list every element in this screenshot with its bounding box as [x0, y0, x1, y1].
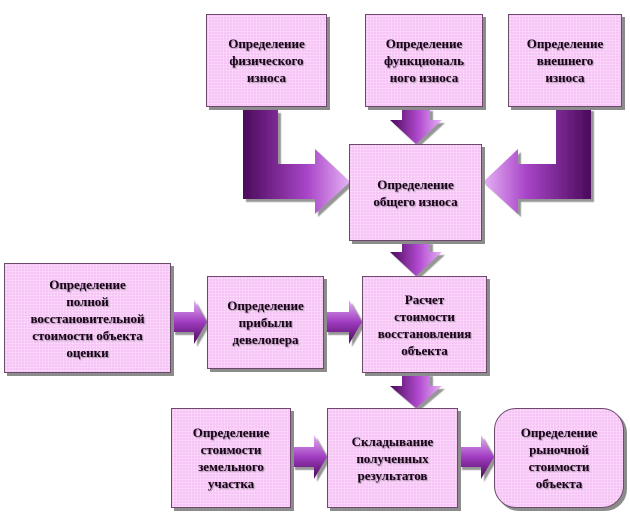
- node-market-value: Определение рыночной стоимости объекта: [494, 408, 624, 508]
- node-land-value: Определение стоимости земельного участка: [171, 408, 291, 508]
- node-physical-wear-label: Определение физического износа: [228, 36, 305, 85]
- node-developer-profit: Определение прибыли девелопера: [207, 276, 324, 369]
- arrow-replacement-to-profit: [172, 300, 207, 344]
- node-land-value-label: Определение стоимости земельного участка: [192, 425, 270, 491]
- arrow-summation-to-market: [459, 435, 494, 479]
- arrow-external-to-total: [483, 108, 591, 214]
- node-total-wear: Определение общего износа: [349, 144, 482, 241]
- node-full-replacement-cost-label: Определение полной восстановительной сто…: [30, 276, 145, 360]
- arrow-functional-to-total: [390, 108, 442, 144]
- node-external-wear-label: Определение внешнего износа: [526, 36, 604, 85]
- node-restoration-cost-label: Расчет стоимости восстановления объекта: [377, 291, 472, 358]
- arrow-land-to-summation: [292, 435, 327, 479]
- node-external-wear: Определение внешнего износа: [508, 14, 622, 107]
- node-summation: Складывание полученных результатов: [327, 408, 458, 508]
- arrow-total-to-restoration: [390, 241, 442, 276]
- node-functional-wear-label: Определение функциональ ного износа: [384, 36, 464, 85]
- node-developer-profit-label: Определение прибыли девелопера: [227, 298, 304, 347]
- node-summation-label: Складывание полученных результатов: [351, 433, 434, 483]
- arrow-profit-to-restoration: [325, 300, 362, 344]
- node-full-replacement-cost: Определение полной восстановительной сто…: [4, 263, 171, 373]
- node-total-wear-label: Определение общего износа: [373, 176, 458, 209]
- arrow-physical-to-total: [243, 110, 350, 214]
- node-market-value-label: Определение рыночной стоимости объекта: [520, 425, 598, 491]
- node-functional-wear: Определение функциональ ного износа: [365, 14, 483, 107]
- node-physical-wear: Определение физического износа: [206, 14, 327, 107]
- arrow-restoration-to-summation: [390, 373, 442, 408]
- node-restoration-cost: Расчет стоимости восстановления объекта: [362, 276, 487, 373]
